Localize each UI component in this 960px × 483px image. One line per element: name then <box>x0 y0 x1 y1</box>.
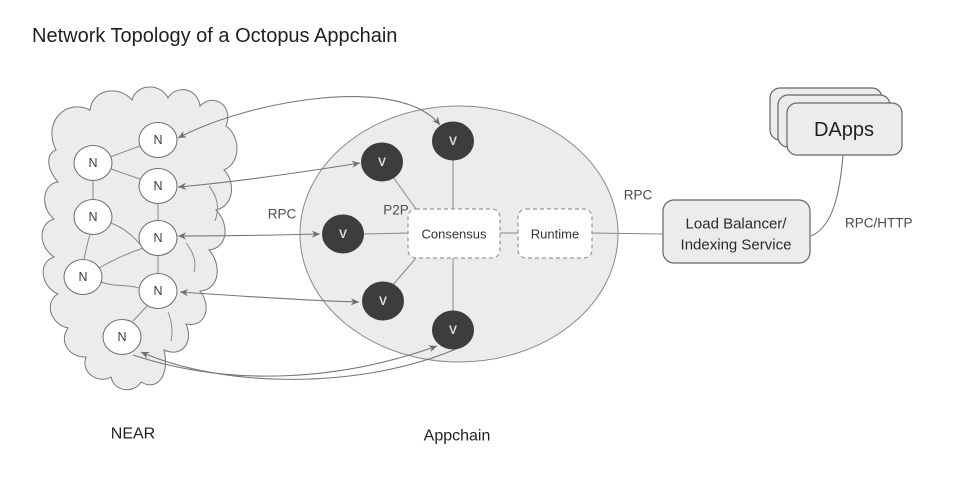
svg-text:N: N <box>88 156 97 170</box>
near-node: N <box>102 319 142 355</box>
svg-text:N: N <box>153 179 162 193</box>
near-node: N <box>138 220 178 256</box>
p2p-label: P2P <box>383 203 409 218</box>
svg-text:N: N <box>153 231 162 245</box>
svg-text:V: V <box>379 294 387 308</box>
near-node: N <box>63 259 103 295</box>
svg-text:V: V <box>449 323 457 337</box>
appchain-internal-links <box>363 160 664 311</box>
runtime-label: Runtime <box>531 227 579 242</box>
validator-node: V <box>322 214 364 254</box>
near-nodes: N N N N N N N N <box>63 122 178 355</box>
svg-text:N: N <box>153 284 162 298</box>
validator-node: V <box>432 310 474 350</box>
runtime-box: Runtime <box>517 208 593 259</box>
rpc-connectors <box>132 96 464 380</box>
appchain-section-label: Appchain <box>424 428 491 445</box>
consensus-label: Consensus <box>421 227 487 242</box>
validator-nodes: V V V V V <box>322 121 474 350</box>
cloud-crease-3 <box>167 311 173 342</box>
rpc-http-label: RPC/HTTP <box>845 216 913 231</box>
rpc-near-label: RPC <box>268 207 297 222</box>
svg-text:V: V <box>378 155 386 169</box>
validator-node: V <box>362 281 404 321</box>
load-balancer-box: Load Balancer/ Indexing Service <box>662 199 811 264</box>
validator-node: V <box>432 121 474 161</box>
dapps-stack: DApps <box>769 87 903 156</box>
diagram-title: Network Topology of a Octopus Appchain <box>32 25 397 47</box>
cloud-crease-2 <box>185 242 196 273</box>
dapps-label: DApps <box>814 119 874 141</box>
near-node: N <box>138 122 178 158</box>
svg-text:N: N <box>88 210 97 224</box>
near-node: N <box>73 145 113 181</box>
consensus-box: Consensus <box>407 208 501 259</box>
near-section-label: NEAR <box>111 426 155 443</box>
rpc-lb-label: RPC <box>624 188 653 203</box>
dapps-lb-connector <box>810 154 844 237</box>
dapps-card-front <box>786 102 903 156</box>
near-node: N <box>73 199 113 235</box>
svg-text:N: N <box>78 270 87 284</box>
near-node: N <box>138 273 178 309</box>
load-balancer-label-line2: Indexing Service <box>681 237 792 254</box>
svg-text:N: N <box>117 330 126 344</box>
load-balancer-label-line1: Load Balancer/ <box>686 216 788 233</box>
svg-text:N: N <box>153 133 162 147</box>
svg-text:V: V <box>339 227 347 241</box>
svg-text:V: V <box>449 134 457 148</box>
near-node: N <box>138 168 178 204</box>
validator-node: V <box>361 142 403 182</box>
